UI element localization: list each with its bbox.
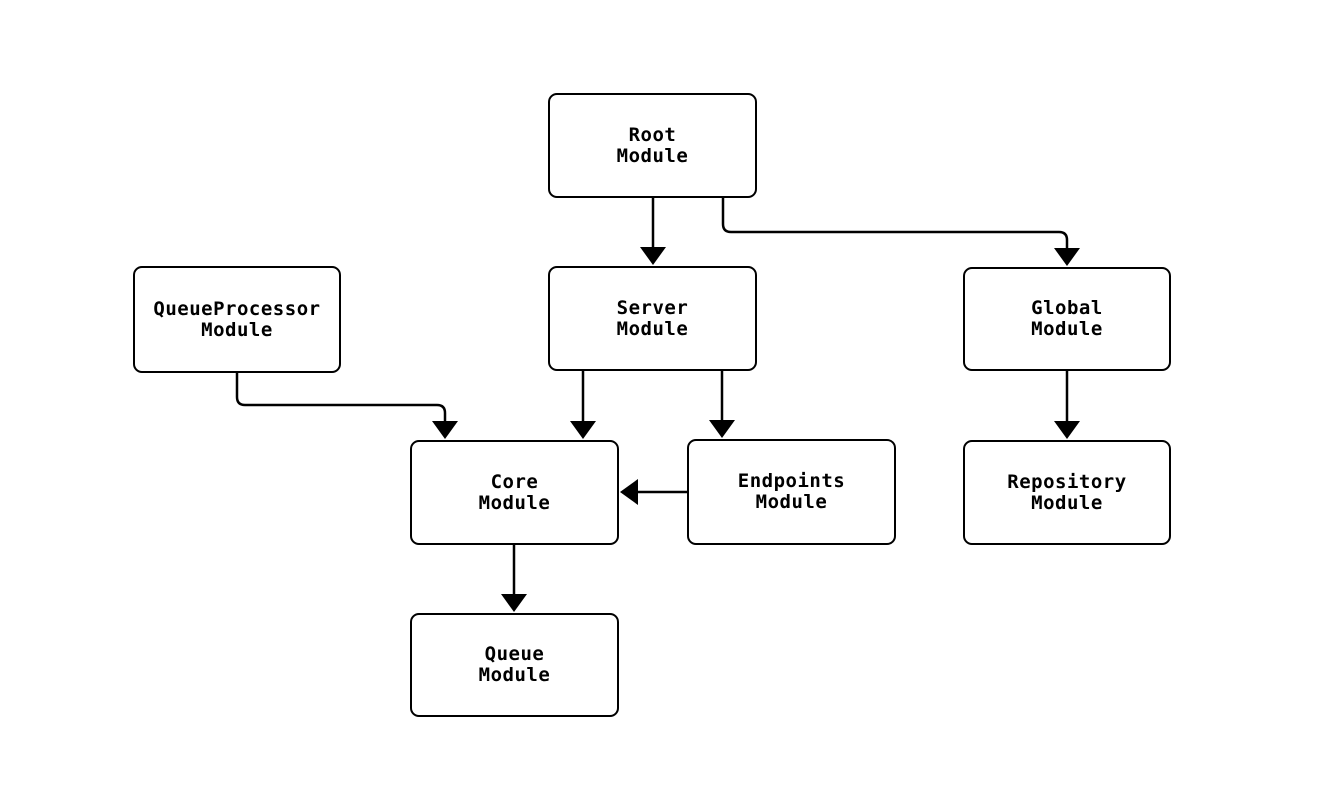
node-endpoints-module-label: Endpoints Module bbox=[737, 470, 846, 513]
node-global-module: Global Module bbox=[963, 267, 1171, 371]
node-root-module-label: Root Module bbox=[616, 123, 689, 167]
node-server-module: Server Module bbox=[548, 266, 757, 371]
node-queueprocessor-module: QueueProcessor Module bbox=[133, 266, 341, 373]
node-queue-module: Queue Module bbox=[410, 613, 619, 717]
node-repository-module-label: Repository Module bbox=[1007, 470, 1127, 514]
node-core-module: Core Module bbox=[410, 440, 619, 545]
node-endpoints-module: Endpoints Module bbox=[687, 439, 896, 545]
node-global-module-label: Global Module bbox=[1031, 297, 1103, 340]
node-repository-module: Repository Module bbox=[963, 440, 1171, 545]
node-server-module-label: Server Module bbox=[616, 296, 689, 340]
node-core-module-label: Core Module bbox=[478, 470, 551, 514]
edge-queueprocessor-to-core bbox=[235, 373, 458, 439]
edge-root-to-global bbox=[721, 198, 1080, 266]
node-queueprocessor-module-label: QueueProcessor Module bbox=[153, 297, 321, 341]
node-queue-module-label: Queue Module bbox=[478, 643, 551, 686]
node-root-module: Root Module bbox=[548, 93, 757, 198]
